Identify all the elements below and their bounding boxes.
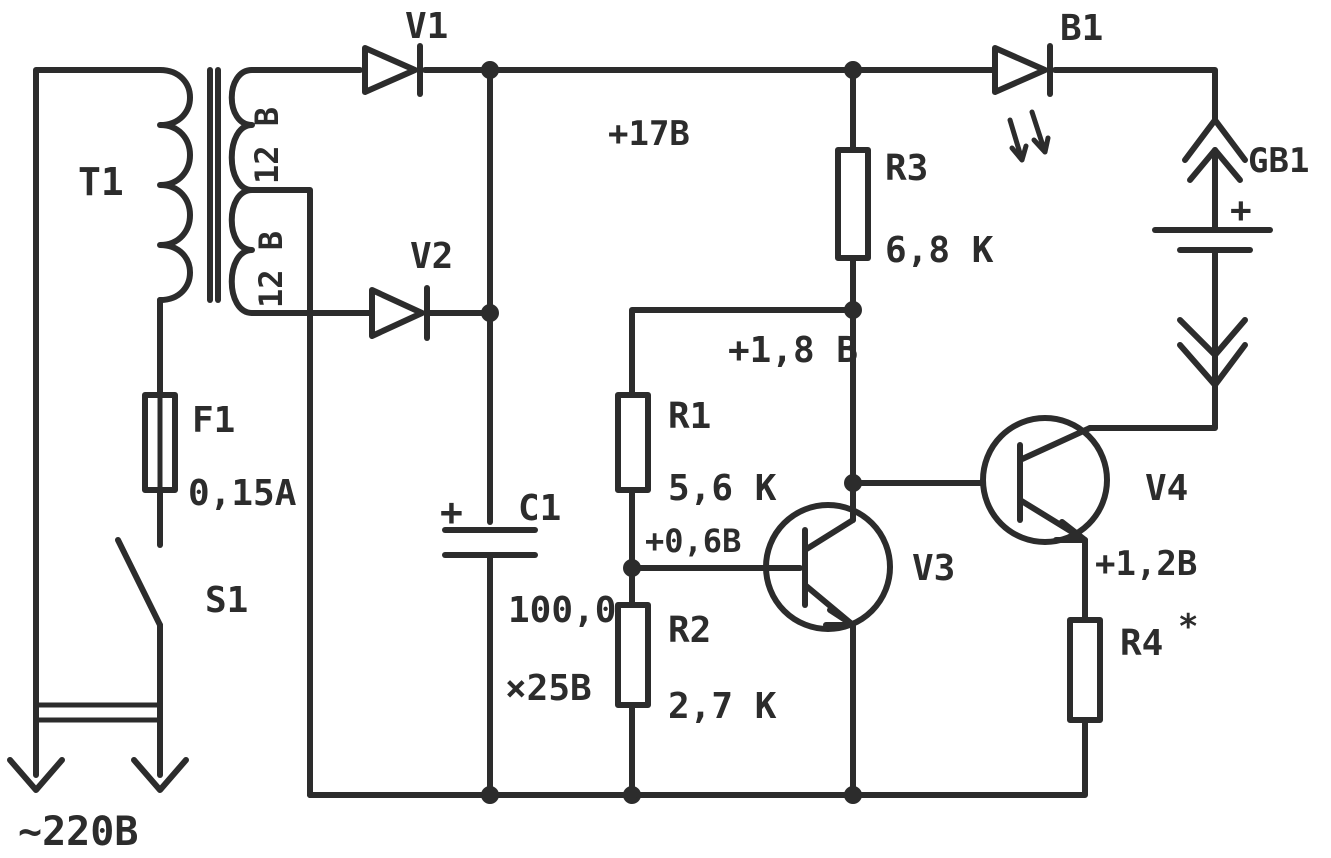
label-voltage-12: +1,2B bbox=[1095, 544, 1197, 584]
transistor-v3-collector bbox=[802, 517, 856, 553]
transistor-v4-collector bbox=[1017, 425, 1093, 463]
secondary-winding bbox=[228, 67, 255, 316]
label-voltage-18: +1,8 B bbox=[728, 330, 858, 371]
diode-v1 bbox=[362, 43, 423, 97]
transistor-v4 bbox=[980, 415, 1110, 545]
resistor-r4 bbox=[1067, 617, 1103, 723]
resistor-r1 bbox=[615, 392, 651, 493]
transistor-v3-body bbox=[763, 502, 893, 632]
junction-dot bbox=[844, 301, 862, 319]
label-c1: C1 bbox=[518, 488, 561, 529]
battery-contact-bottom bbox=[1177, 317, 1248, 358]
label-voltage-17: +17B bbox=[608, 114, 690, 154]
resistor-r2 bbox=[615, 602, 651, 708]
capacitor-c1 bbox=[442, 527, 538, 558]
battery-contact-top bbox=[1182, 117, 1248, 163]
transistor-v4-body bbox=[980, 415, 1110, 545]
plug-arrow-left bbox=[7, 757, 65, 793]
label-r2-value: 2,7 K bbox=[668, 686, 777, 727]
primary-winding bbox=[157, 67, 193, 303]
label-f1: F1 bbox=[192, 400, 235, 441]
label-b1: B1 bbox=[1060, 8, 1103, 49]
label-v4: V4 bbox=[1145, 468, 1188, 509]
label-t1: T1 bbox=[78, 160, 124, 204]
junction-dot bbox=[481, 61, 499, 79]
led-light-arrow-1 bbox=[1007, 117, 1029, 163]
wire-center-tap bbox=[249, 187, 313, 798]
label-r3: R3 bbox=[885, 148, 928, 189]
label-winding-upper: 12 B bbox=[248, 107, 286, 184]
label-voltage-06: +0,6B bbox=[645, 522, 741, 560]
wires bbox=[33, 67, 1218, 798]
battery-gb1 bbox=[1152, 117, 1273, 388]
label-winding-lower: 12 B bbox=[252, 231, 290, 308]
label-r2: R2 bbox=[668, 610, 711, 651]
led-light-arrow-2 bbox=[1029, 109, 1051, 155]
wire-rail-bottom bbox=[307, 717, 1088, 798]
label-mains: ~220B bbox=[18, 809, 138, 855]
diode-v1-triangle bbox=[362, 45, 418, 95]
transistor-v4-emitter-arrow bbox=[1053, 519, 1088, 543]
label-s1: S1 bbox=[205, 580, 248, 621]
diode-v2 bbox=[369, 285, 430, 341]
label-r4: R4 bbox=[1120, 623, 1163, 664]
junction-dot bbox=[481, 786, 499, 804]
wire-node-r1-top bbox=[629, 307, 856, 398]
label-c1-voltage: ×25B bbox=[505, 668, 592, 709]
label-r3-value: 6,8 K bbox=[885, 230, 994, 271]
junction-dot bbox=[623, 786, 641, 804]
label-r1: R1 bbox=[668, 396, 711, 437]
label-v1: V1 bbox=[405, 6, 448, 47]
label-v3: V3 bbox=[912, 548, 955, 589]
junction-dot bbox=[844, 474, 862, 492]
wire-v4-collector bbox=[1087, 382, 1218, 431]
transistor-v3 bbox=[763, 502, 893, 632]
transistor-v3-emitter-arrow bbox=[823, 607, 856, 628]
junctions bbox=[481, 61, 862, 804]
junction-dot bbox=[844, 61, 862, 79]
diode-v2-triangle bbox=[369, 287, 425, 339]
switch-s1 bbox=[115, 537, 163, 628]
label-gb1-plus: + bbox=[1230, 190, 1252, 231]
label-c1-plus: + bbox=[440, 490, 463, 534]
label-r4-star: * bbox=[1178, 607, 1198, 647]
wire-b1-gb1 bbox=[1052, 67, 1218, 123]
junction-dot bbox=[623, 559, 641, 577]
wire-mains-left bbox=[33, 67, 163, 778]
transformer-t1 bbox=[157, 67, 255, 316]
plug-arrow-right bbox=[131, 757, 189, 793]
led-b1 bbox=[992, 43, 1053, 163]
led-triangle bbox=[992, 45, 1048, 95]
label-v2: V2 bbox=[410, 236, 453, 277]
junction-dot bbox=[481, 304, 499, 322]
label-gb1: GB1 bbox=[1248, 141, 1309, 181]
resistor-r3 bbox=[835, 147, 871, 261]
junction-dot bbox=[844, 786, 862, 804]
battery-contact-bottom-2 bbox=[1177, 342, 1248, 388]
label-c1-value: 100,0 bbox=[508, 590, 616, 631]
label-f1-value: 0,15A bbox=[188, 473, 297, 514]
labels: V1 V2 B1 GB1 + T1 12 B 12 B +17B R3 6,8 … bbox=[18, 6, 1309, 855]
label-r1-value: 5,6 K bbox=[668, 468, 777, 509]
